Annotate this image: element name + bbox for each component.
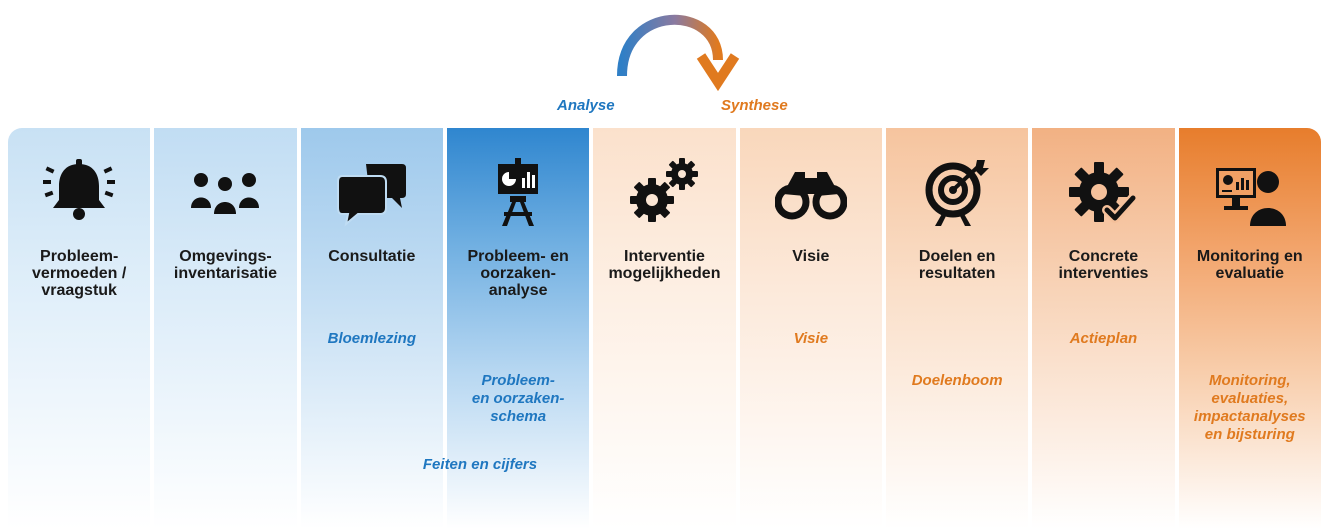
deliverable-label: Monitoring, evaluaties, impactanalyses e… [1193,372,1306,443]
step-title: Visie [792,248,830,265]
phase-label-analyse: Analyse [557,97,615,114]
curved-arrow-icon [617,14,740,92]
step-concrete-interventies: Concrete interventies Actieplan [1032,128,1175,529]
step-consultatie: Consultatie Bloemlezing [300,128,443,529]
facts-label: Feiten en cijfers [422,456,538,473]
step-title: Probleem- vermoeden / vraagstuk [32,248,127,299]
step-doelen-resultaten: Doelen en resultaten Doelenboom [885,128,1029,529]
deliverable-label: Probleem- en oorzaken- schema [471,372,565,425]
phase-label-synthese: Synthese [721,97,788,114]
people-icon [191,173,260,214]
step-title: Interventie mogelijkheden [608,248,721,282]
step-title: Monitoring en evaluatie [1196,248,1303,282]
step-omgevingsinventarisatie: Omgevings- inventarisatie [154,128,297,529]
binoculars-icon [774,172,847,220]
step-probleem-oorzaken-analyse: Probleem- en oorzaken- analyse Probleem-… [446,128,590,529]
deliverable-label: Actieplan [1069,330,1138,347]
deliverable-label: Doelenboom [911,372,1003,389]
presentation-board-icon [498,158,539,226]
chat-bubbles-icon [336,164,406,227]
bell-icon [43,159,116,220]
step-interventie-mogelijkheden: Interventie mogelijkheden [593,128,736,529]
step-visie: Visie Visie [739,128,882,529]
step-title: Concrete interventies [1058,248,1149,282]
gears-icon [630,158,699,222]
step-monitoring-evaluatie: Monitoring en evaluatie Monitoring, eval… [1178,128,1321,529]
step-title: Omgevings- inventarisatie [173,248,278,282]
deliverable-label: Visie [793,330,829,347]
step-title: Probleem- en oorzaken- analyse [467,248,569,299]
monitor-person-icon [1215,168,1286,226]
step-title: Doelen en resultaten [918,248,996,282]
step-title: Consultatie [328,248,416,265]
step-probleemvermoeden: Probleem- vermoeden / vraagstuk [8,128,151,529]
process-steps: Probleem- vermoeden / vraagstuk Omgeving… [8,128,1321,529]
gear-check-icon [1069,162,1139,223]
target-icon [925,160,990,226]
deliverable-label: Bloemlezing [327,330,416,347]
